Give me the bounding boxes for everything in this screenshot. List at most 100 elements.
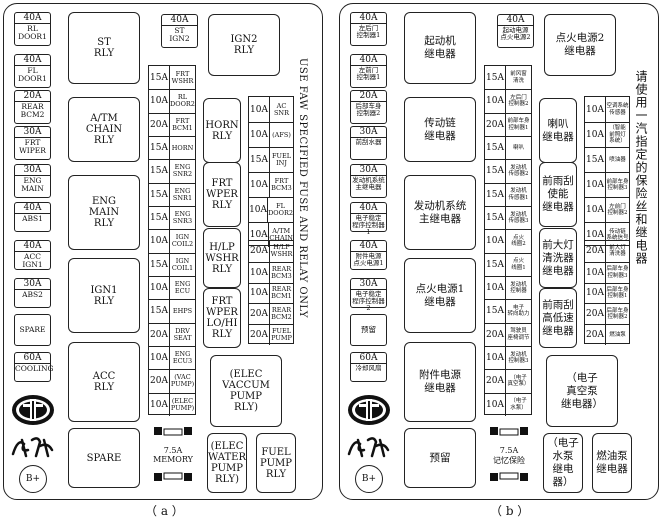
fuse-amp: 20A [249,304,270,325]
mid-fuse-row: 10A（电子 水泵） [485,392,531,416]
fuse-amp: 60A [15,353,50,364]
fuse-name: 起动电源 点火电源2 [500,26,531,41]
relay-elec-vaccum-pump-relay: (ELEC VACCUM PUMP RLY) [210,355,282,427]
relay-st-relay: ST RLY [68,12,140,84]
fuse-name: A/TM CHAIN [269,227,293,242]
mid-fuse-row: 10A(ELEC PUMP) [149,392,195,416]
fuse-amp: 20A [249,325,270,345]
fuse-name: ENG SNR3 [172,210,193,226]
relay-hlp-wshr-relay: H/LP WSHR RLY [203,228,241,288]
fuse-name: H/LP WSHR [270,243,293,259]
fuse-amp: 10A [149,393,170,416]
fuse-amp: 15A [249,148,270,172]
fuse-name: ENG ECU [174,280,191,296]
b-plus-terminal: B+ [355,465,383,493]
caption-b: （ b ） [490,504,530,518]
fuse-amp: 15A [485,137,506,160]
fuse-name: FRT WIPER [19,138,46,155]
fuse-name: 喇叭 [512,144,524,151]
fuse-amp: 10A [585,223,606,247]
relay-elec-vaccum-pump-relay: （电子 真空泵 继电器） [546,355,618,427]
fuse-name: （智能 前照灯 系统） [609,125,626,145]
relay-frt-wper-relay: FRT WPER RLY [203,162,241,227]
fuse-amp: 20A [149,113,170,136]
fuse-name: 前刮水器 [355,138,382,146]
fuse-amp: 15A [485,207,506,230]
caption-a: （ a ） [145,504,184,518]
relay-st-relay: 起动机 继电器 [404,12,476,84]
fuse-name: (VAC PUMP) [170,373,195,389]
relay-hlp-wshr-relay: 前大灯 清洗器 继电器 [539,228,577,288]
fuse-name: 发动机系统 主继电器 [352,176,385,191]
right-fuse-row: 10A(AFS) [249,122,293,147]
fuse-amp: 20A [15,91,50,102]
fuse-name: FRT WSHR [171,69,194,85]
fuse-amp: 15A [149,253,170,276]
fuse-name: EHPS [172,306,193,315]
fuse-name: 发动机 控制器3 [508,351,529,365]
fuse-amp: 15A [149,137,170,160]
fuse-amp: 10A [485,393,506,416]
fuse-amp: 15A [485,253,506,276]
fuse-name: （电子 真空泵） [507,374,530,388]
fuse-amp: 30A [351,279,386,290]
fuse-amp: 15A [149,207,170,230]
fuse-name: ENG SNR1 [172,186,193,202]
memory-fuse-socket [490,427,528,481]
fuse-name: 左前门 控制器2 [607,203,628,217]
fuse-name: HORN [171,143,194,152]
fuse-amp: 20A [585,304,606,325]
fuse-amp: 20A [149,323,170,346]
relay-ign1-relay: IGN1 RLY [68,258,140,333]
right-fuse-row: 10A（智能 前照灯 系统） [585,122,629,147]
fuse-name: REAR BCM2 [271,306,292,322]
fuse-amp: 20A [149,370,170,393]
spare-fuse: 预留 [350,314,387,346]
fuse-name: ABS1 [22,214,43,223]
fuse-name: 点火 线圈1 [511,258,526,271]
fuse-name: 前部车身 控制器1 [507,118,530,131]
fuse-name: 电子稳定 程序控制器2 [352,290,385,312]
fuse-amp: 20A [485,323,506,346]
b-plus-terminal: B+ [19,465,47,493]
fuse-amp: 10A [485,230,506,253]
fuse-name: 喷油器 [609,156,626,163]
fuse-name: 电子稳定 程序控制器1 [352,214,385,236]
fuse-name: 附件电源 点火电源1 [353,252,384,267]
fuse-amp: 20A [485,113,506,136]
fuse-amp: 10A [585,262,606,283]
fuse-name: FL DOOR1 [18,66,47,83]
fuse-amp: 20A [351,91,386,102]
fuse-amp: 10A [585,283,606,304]
fuse-amp: 40A [351,13,386,24]
fuse-name: 左后门 控制器1 [356,24,381,39]
